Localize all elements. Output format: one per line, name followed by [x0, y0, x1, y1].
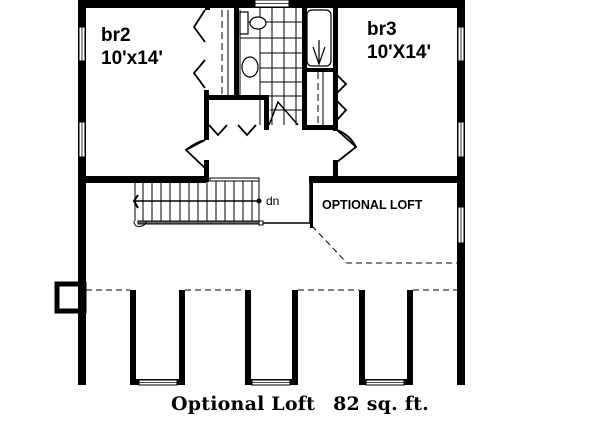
br2-size: 10'x14' — [101, 48, 163, 69]
caption-title: Optional Loft — [171, 393, 316, 415]
plan-caption: Optional Loft 82 sq. ft. — [0, 393, 600, 415]
br3-size: 10'X14' — [367, 42, 431, 63]
loft-label: OPTIONAL LOFT — [322, 198, 423, 212]
dashed-lines — [86, 225, 457, 291]
closet-doors — [192, 9, 348, 137]
window-sills — [81, 3, 462, 383]
chimney — [54, 281, 87, 314]
br3-name: br3 — [367, 19, 397, 40]
stair-treads — [134, 181, 260, 221]
br2-name: br2 — [101, 25, 131, 46]
caption-area: 82 sq. ft. — [333, 393, 429, 415]
stairs-down-label: dn — [266, 194, 279, 208]
bedroom-doors — [184, 129, 358, 169]
bathroom — [239, 8, 332, 126]
stairs — [132, 177, 311, 227]
